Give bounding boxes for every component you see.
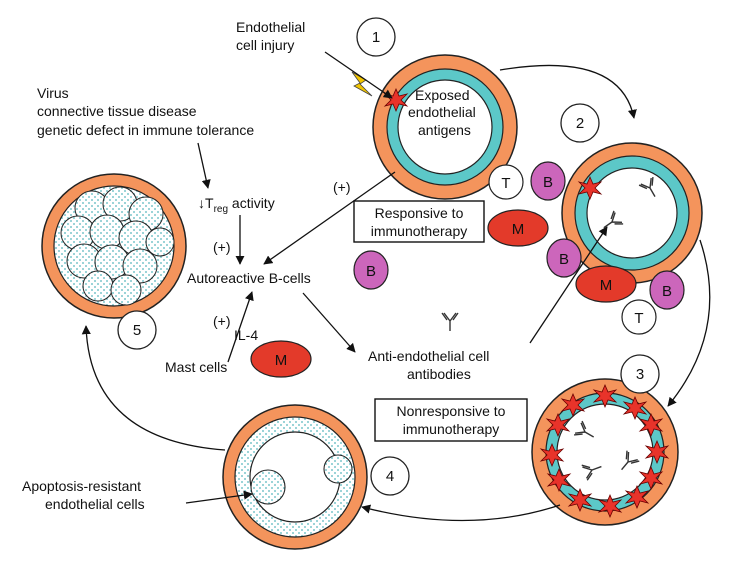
- b-cell: B: [546, 238, 582, 278]
- step-4-number: 4: [386, 468, 394, 485]
- il4-label: IL-4: [234, 327, 258, 343]
- t-cell-label: T: [501, 175, 510, 192]
- b-cell: B: [353, 250, 389, 290]
- t-cell: T: [621, 299, 657, 335]
- treg-plus-label: (+): [213, 239, 231, 255]
- exposed-antigens-label-2: endothelial: [408, 104, 476, 120]
- vessel-5: [41, 173, 187, 319]
- cause-genetic-defect: genetic defect in immune tolerance: [37, 122, 254, 138]
- antibody-icon: [441, 312, 459, 332]
- step-3-marker: 3: [620, 354, 660, 394]
- macrophage-label: M: [512, 221, 525, 238]
- exposed-antigens-label-1: Exposed: [415, 87, 469, 103]
- antibody-to-vessel2-arrow: [529, 226, 608, 344]
- t-cell-label: T: [634, 310, 643, 327]
- il4-arrow: [227, 291, 254, 363]
- mast-cell-label: M: [275, 352, 288, 369]
- vessel-2: [561, 142, 703, 284]
- macrophage: M: [487, 209, 549, 247]
- step-4-marker: 4: [370, 456, 410, 496]
- cause-connective-tissue: connective tissue disease: [37, 103, 197, 119]
- step-5-number: 5: [133, 322, 141, 339]
- step-1-number: 1: [372, 29, 380, 46]
- lightning-icon: [351, 71, 373, 97]
- endothelial-cell-cluster: [60, 186, 175, 306]
- apoptosis-arrow: [185, 490, 253, 504]
- injury-label-1: Endothelial: [236, 19, 305, 35]
- macrophage: M: [575, 265, 637, 303]
- antigen-to-bcell-arrow: [263, 171, 396, 265]
- responsive-box: Responsive to immunotherapy: [353, 200, 485, 243]
- step-3-number: 3: [636, 366, 644, 383]
- b-cell-label: B: [366, 263, 376, 280]
- antibodies-label-1: Anti-endothelial cell: [368, 348, 489, 364]
- vessel-1: [372, 54, 518, 200]
- arrow-3-to-4: [361, 504, 561, 522]
- responsive-label-1: Responsive to: [375, 205, 464, 221]
- b-cell: B: [649, 270, 685, 310]
- step-2-number: 2: [576, 115, 584, 132]
- injury-label-2: cell injury: [236, 37, 294, 53]
- injury-arrow: [324, 51, 393, 99]
- b-cell-label: B: [662, 283, 672, 300]
- vessel-3: [531, 378, 679, 526]
- step-1-marker: 1: [356, 17, 396, 57]
- endothelial-cell: [250, 469, 286, 505]
- exposed-antigens-label-3: antigens: [418, 122, 471, 138]
- antibodies-label-2: antibodies: [407, 366, 471, 382]
- endothelial-cell: [323, 454, 353, 484]
- macrophage-label: M: [600, 277, 613, 294]
- mast-cell: M: [250, 340, 312, 378]
- nonresponsive-label-2: immunotherapy: [403, 421, 500, 437]
- treg-label: ↓Treg activity: [198, 195, 275, 215]
- apoptosis-label-2: endothelial cells: [45, 496, 145, 512]
- responsive-label-2: immunotherapy: [371, 223, 468, 239]
- t-cell: T: [488, 164, 524, 200]
- autoreactive-bcells-label: Autoreactive B-cells: [187, 270, 311, 286]
- arrow-1-to-2: [499, 64, 637, 119]
- step-2-marker: 2: [560, 103, 600, 143]
- b-cell-label: B: [543, 174, 553, 191]
- arrow-2-to-3: [667, 239, 711, 407]
- mast-cells-label: Mast cells: [165, 359, 227, 375]
- antigen-plus-label: (+): [333, 179, 351, 195]
- cause-virus: Virus: [37, 85, 69, 101]
- arrow-4-to-5: [81, 325, 226, 451]
- il4-plus-label: (+): [213, 313, 231, 329]
- b-cell: B: [530, 161, 566, 201]
- nonresponsive-label-1: Nonresponsive to: [397, 403, 506, 419]
- cause-arrow: [197, 142, 211, 189]
- vessel-4: [222, 404, 368, 550]
- apoptosis-label-1: Apoptosis-resistant: [22, 478, 141, 494]
- step-5-marker: 5: [117, 310, 157, 350]
- b-cell-label: B: [559, 251, 569, 268]
- bcell-to-antibody-arrow: [302, 292, 356, 353]
- nonresponsive-box: Nonresponsive to immunotherapy: [374, 398, 528, 442]
